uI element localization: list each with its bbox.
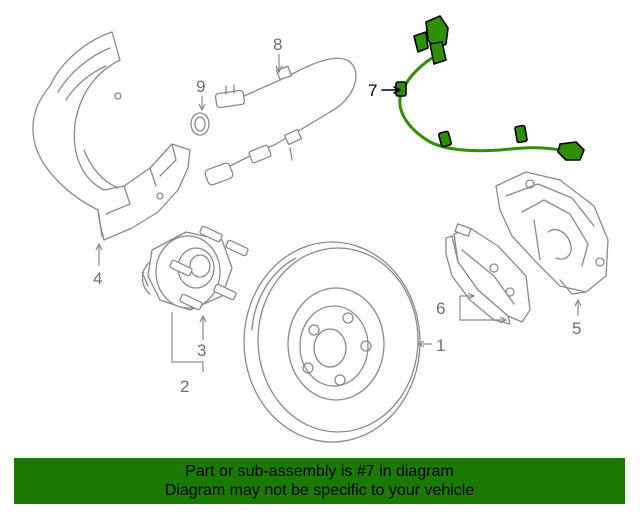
banner-line-disclaimer: Diagram may not be specific to your vehi…: [164, 482, 475, 499]
leader-lines: [95, 54, 582, 372]
banner-line-part-number: Part or sub-assembly is #7 in diagram: [185, 463, 454, 480]
callout-9: 9: [196, 77, 205, 96]
brake-rotor-part: [243, 241, 421, 443]
splash-shield-part: [32, 31, 191, 241]
callout-3: 3: [197, 341, 206, 360]
callout-2: 2: [180, 377, 189, 396]
callout-4: 4: [93, 269, 102, 288]
abs-sensor-harness-part: [395, 15, 585, 161]
callout-5: 5: [572, 319, 581, 338]
brake-pads-part: [445, 223, 531, 325]
callout-1: 1: [436, 336, 445, 355]
highlight-notice-banner: Part or sub-assembly is #7 in diagram Di…: [14, 458, 625, 504]
callout-6: 6: [436, 299, 445, 318]
brake-assembly-diagram: 1 2 3 4 5 6 7 8 9: [32, 15, 609, 443]
callout-8: 8: [273, 35, 282, 54]
o-ring-part: [190, 112, 210, 136]
callout-7: 7: [368, 81, 377, 100]
wheel-studs-part: [169, 225, 249, 311]
brake-caliper-part: [495, 171, 609, 295]
speed-sensor-part: [204, 57, 357, 186]
